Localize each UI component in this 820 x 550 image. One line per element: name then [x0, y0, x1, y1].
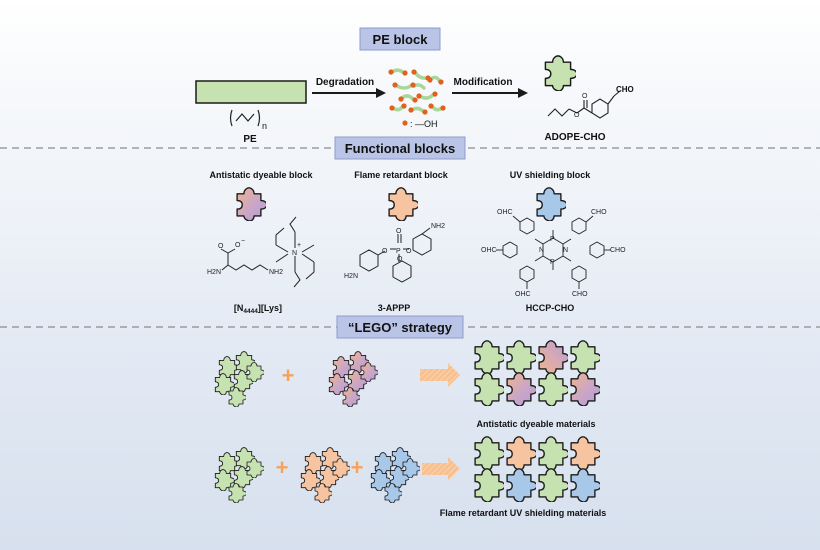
green-cluster-row1 [214, 351, 264, 407]
appp-h2n: H2N [344, 273, 358, 280]
appp-o-1: O [382, 248, 388, 255]
lys-structure [220, 216, 315, 288]
hccp-cho-5: OHC [515, 291, 531, 298]
appp-o-3: O [397, 256, 403, 263]
adope-carbonyl-o: O [582, 93, 588, 100]
pe-repeat-unit [229, 109, 261, 127]
functional-blocks-title: Functional blocks [334, 136, 466, 160]
appp-name-label: 3-APPP [378, 303, 411, 313]
hccp-p-2: P [550, 259, 555, 266]
antistatic-materials-label: Antistatic dyeable materials [476, 419, 595, 429]
appp-o-2: O [406, 248, 412, 255]
adope-cho-label: ADOPE-CHO [544, 132, 605, 143]
modification-arrow [452, 88, 528, 98]
orange-cluster-row2 [300, 447, 350, 503]
material-grid-1 [474, 340, 600, 406]
adope-cho-structure [547, 90, 621, 119]
hatched-arrow-icon [420, 363, 460, 387]
modification-label: Modification [454, 77, 513, 88]
hccp-p-1: P [550, 236, 555, 243]
appp-nh2: NH2 [431, 223, 445, 230]
adope-ester-o: O [574, 112, 580, 119]
hccp-n-1: N [539, 247, 544, 254]
appp-structure [359, 227, 432, 283]
pe-subscript: n [262, 121, 267, 131]
lys-n-atom: N [292, 250, 297, 257]
hccp-cho-1: OHC [497, 209, 513, 216]
hydroxyl-dots [388, 69, 446, 115]
flame-retardant-block-title: Flame retardant block [354, 170, 449, 180]
hccp-structure [496, 215, 611, 289]
lys-o-2: O [235, 242, 241, 249]
pe-block-title-text: PE block [373, 32, 429, 47]
plus-icon-2: + [276, 455, 289, 480]
hccp-n-2: N [563, 247, 568, 254]
functional-blocks-title-text: Functional blocks [345, 141, 456, 156]
hatched-arrow-icon-2 [422, 457, 460, 481]
antistatic-block-title: Antistatic dyeable block [209, 170, 313, 180]
pe-bar [195, 80, 307, 104]
appp-o-double: O [396, 228, 402, 235]
uv-puzzle-piece-icon [536, 187, 566, 221]
green-cluster-row2 [214, 447, 264, 503]
hccp-cho-4: CHO [610, 247, 626, 254]
appp-p-atom: P [396, 248, 401, 255]
lys-n-plus: + [297, 242, 301, 249]
plus-icon-3: + [351, 455, 364, 480]
material-grid-2 [474, 436, 600, 502]
flame-puzzle-piece-icon [388, 187, 418, 221]
green-puzzle-piece-icon [544, 55, 576, 91]
lys-h2n: H2N [207, 269, 221, 276]
blue-cluster-row2 [370, 447, 420, 503]
uv-shielding-block-title: UV shielding block [510, 170, 592, 180]
gradient-cluster-row1 [328, 351, 378, 407]
hccp-cho-6: CHO [572, 291, 588, 298]
pe-label: PE [243, 134, 257, 145]
lego-strategy-title-text: “LEGO” strategy [348, 320, 453, 335]
hccp-cho-3: OHC [481, 247, 497, 254]
pe-block-title: PE block [359, 27, 441, 51]
adope-cho-group: CHO [616, 85, 634, 94]
lys-name-label: [N4444][Lys] [234, 303, 282, 315]
oh-legend-text: : —OH [410, 119, 438, 129]
degradation-arrow [312, 88, 386, 98]
oh-legend: : —OH [402, 119, 438, 129]
lys-o-minus: − [241, 238, 245, 245]
lys-o-1: O [218, 243, 224, 250]
lys-nh2: NH2 [269, 269, 283, 276]
degradation-label: Degradation [316, 77, 374, 88]
flame-uv-materials-label: Flame retardant UV shielding materials [440, 508, 607, 518]
hccp-name-label: HCCP-CHO [526, 303, 575, 313]
antistatic-puzzle-piece-icon [236, 187, 266, 221]
lego-strategy-title: “LEGO” strategy [336, 315, 464, 339]
plus-icon: + [282, 363, 295, 388]
hccp-cho-2: CHO [591, 209, 607, 216]
degraded-fragments [390, 68, 444, 114]
